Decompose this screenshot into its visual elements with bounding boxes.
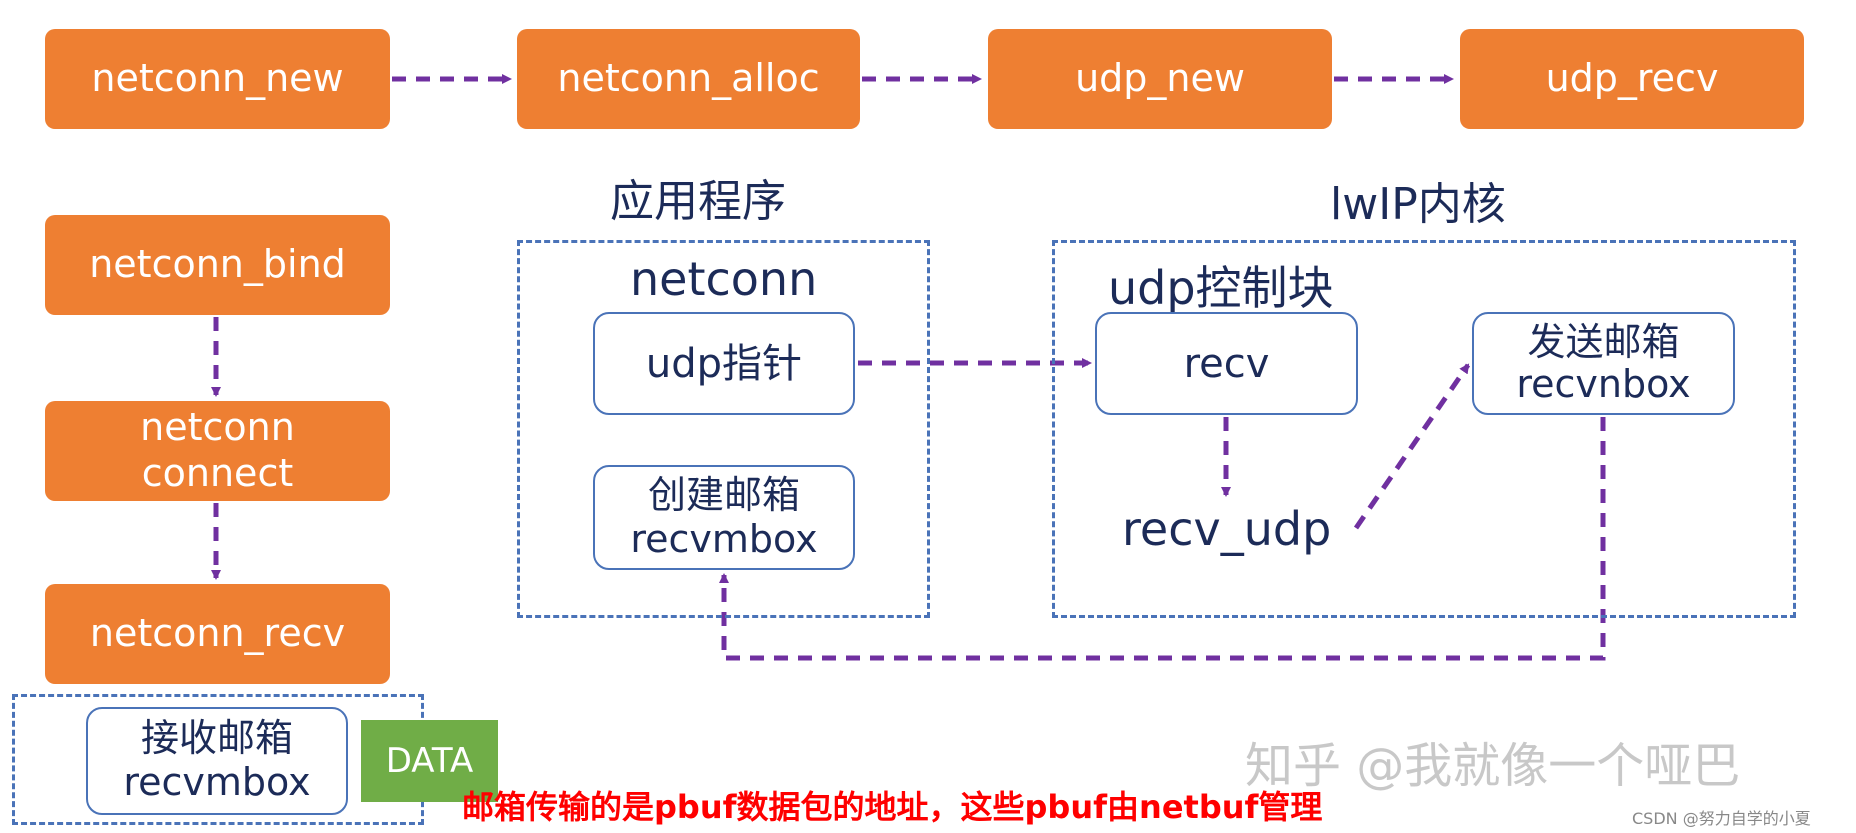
send-mailbox-box: 发送邮箱 recvnbox (1472, 312, 1735, 415)
create-mailbox-label-line1: 创建邮箱 (647, 472, 800, 517)
kernel-region-title: lwIP内核 (1330, 179, 1506, 230)
netconn-bind-box: netconn_bind (45, 215, 390, 315)
udp-pointer-label: udp指针 (645, 340, 803, 387)
data-tag: DATA (361, 720, 498, 802)
netconn-connect-label-line1: netconn (140, 405, 295, 450)
netconn-recv-label: netconn_recv (89, 611, 346, 656)
arrow-recvudp-to-sendmailbox (1353, 363, 1471, 530)
netconn-struct-label: netconn (630, 252, 818, 306)
send-mailbox-label-line2: recvnbox (1516, 361, 1691, 406)
udp-recv-box: udp_recv (1460, 29, 1804, 129)
netconn-new-label: netconn_new (91, 56, 344, 101)
netconn-bind-label: netconn_bind (89, 242, 346, 287)
receive-mailbox-label-line2: recvmbox (123, 760, 311, 804)
netconn-alloc-label: netconn_alloc (557, 56, 820, 101)
app-region-border (517, 240, 930, 618)
kernel-region-border (1052, 240, 1796, 618)
recv-udp-label: recv_udp (1122, 502, 1332, 556)
udp-pointer-box: udp指针 (593, 312, 855, 415)
netconn-connect-label-line2: connect (141, 451, 294, 495)
create-mailbox-label-line2: recvmbox (630, 516, 818, 561)
netconn-new-box: netconn_new (45, 29, 390, 129)
app-region-title: 应用程序 (610, 176, 786, 227)
send-mailbox-label-line1: 发送邮箱 (1527, 319, 1680, 364)
netconn-alloc-box: netconn_alloc (517, 29, 860, 129)
udp-new-box: udp_new (988, 29, 1332, 129)
csdn-credit: CSDN @努力自学的小夏 (1632, 809, 1811, 828)
zhihu-watermark: 知乎 @我就像一个哑巴 (1245, 738, 1741, 794)
udp-recv-label: udp_recv (1545, 56, 1719, 101)
create-mailbox-box: 创建邮箱 recvmbox (593, 465, 855, 570)
mailbox-note: 邮箱传输的是pbuf数据包的地址，这些pbuf由netbuf管理 (462, 788, 1323, 826)
udp-pcb-label: udp控制块 (1108, 261, 1334, 315)
netconn-recv-box: netconn_recv (45, 584, 390, 684)
recv-field-box: recv (1095, 312, 1358, 415)
receive-mailbox-label-line1: 接收邮箱 (140, 716, 293, 761)
data-tag-label: DATA (385, 740, 474, 781)
receive-mailbox-box: 接收邮箱 recvmbox (86, 707, 348, 815)
netconn-connect-box: netconn connect (45, 401, 390, 501)
recv-field-label: recv (1183, 340, 1270, 387)
udp-new-label: udp_new (1075, 56, 1245, 101)
